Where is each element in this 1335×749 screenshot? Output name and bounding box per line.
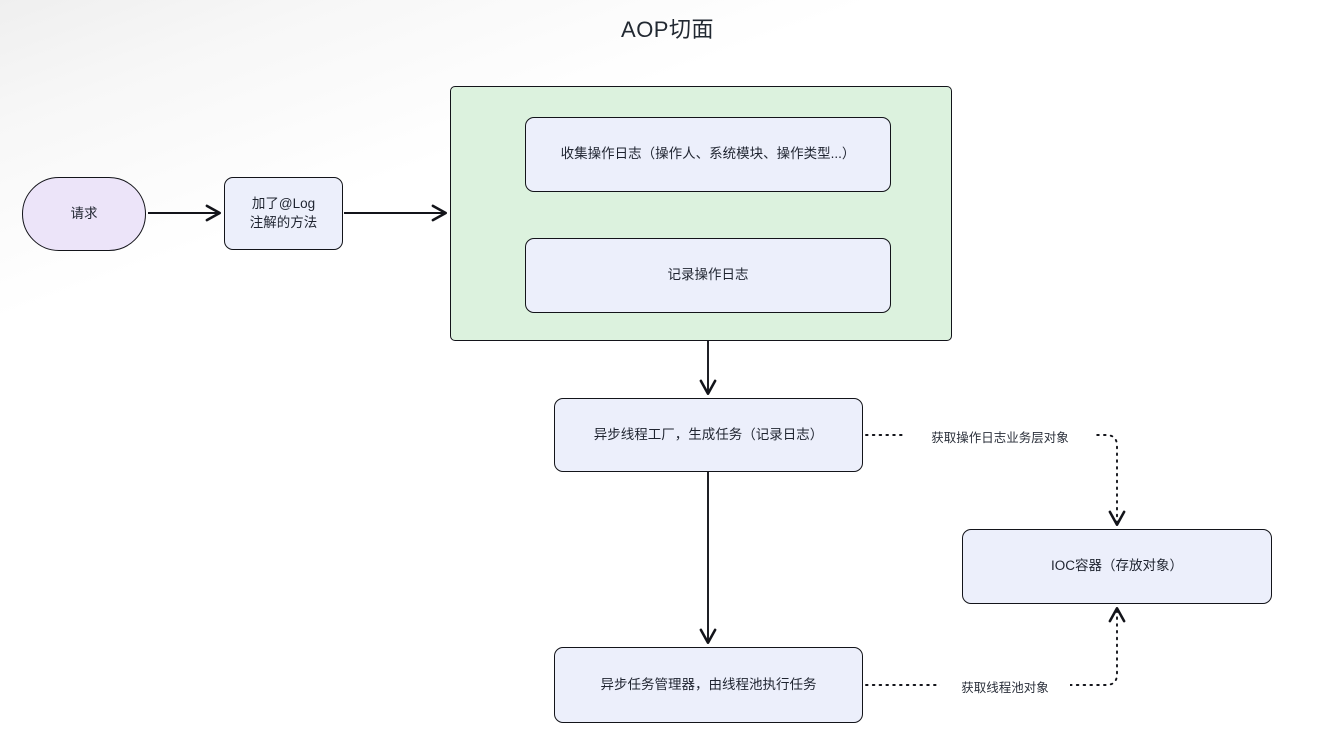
node-log-annotated-method[interactable]: 加了@Log 注解的方法 (224, 177, 343, 250)
page-title: AOP切面 (621, 17, 714, 42)
node-log-annotated-method-label: 加了@Log 注解的方法 (249, 196, 318, 230)
node-async-task-manager[interactable]: 异步任务管理器，由线程池执行任务 (554, 647, 863, 723)
node-async-task-manager-label: 异步任务管理器，由线程池执行任务 (600, 676, 817, 692)
node-ioc-container[interactable]: IOC容器（存放对象） (962, 529, 1272, 604)
edge-factory-to-ioc (865, 434, 1126, 526)
node-record-log[interactable]: 记录操作日志 (525, 238, 891, 313)
edge-manager-to-ioc (865, 607, 1126, 686)
node-collect-log-label: 收集操作日志（操作人、系统模块、操作类型...） (560, 146, 856, 162)
node-record-log-label: 记录操作日志 (667, 267, 749, 283)
node-request-label: 请求 (70, 205, 98, 221)
node-async-thread-factory-label: 异步线程工厂，生成任务（记录日志） (593, 426, 824, 442)
node-async-thread-factory[interactable]: 异步线程工厂，生成任务（记录日志） (554, 398, 863, 472)
edge-label-get-thread-pool-object: 获取线程池对象 (940, 677, 1070, 696)
node-request[interactable]: 请求 (22, 177, 146, 251)
node-collect-log[interactable]: 收集操作日志（操作人、系统模块、操作类型...） (525, 117, 891, 192)
node-ioc-container-label: IOC容器（存放对象） (1050, 558, 1183, 574)
edge-label-get-log-service-object: 获取操作日志业务层对象 (905, 427, 1095, 446)
